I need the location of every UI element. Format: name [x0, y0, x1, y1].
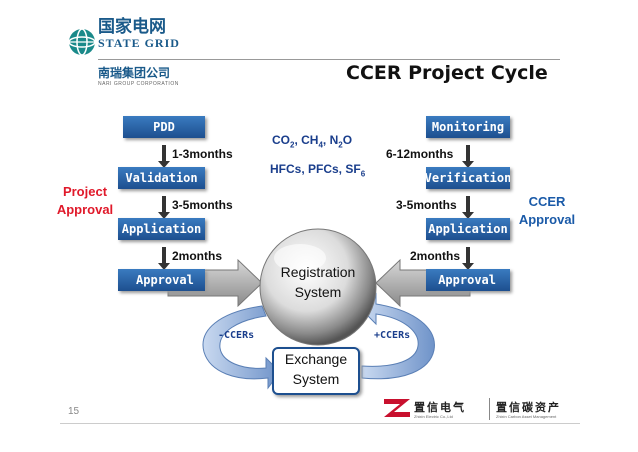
company-name-cn: 国家电网: [98, 17, 166, 37]
left-curved-arrow-icon: [202, 305, 281, 390]
brand1-name-en: Zhixin Electric Co.,Ltd: [414, 414, 453, 419]
step-verification[interactable]: Verification: [426, 167, 510, 189]
header-divider: [98, 59, 560, 60]
step-approval-right[interactable]: Approval: [426, 269, 510, 291]
duration-application-approval-left: 2months: [172, 249, 223, 263]
brand2-name-cn: 置信碳资产: [496, 401, 561, 414]
group-name-en: NARI GROUP CORPORATION: [98, 81, 179, 87]
step-pdd[interactable]: PDD: [123, 116, 205, 138]
page-number: 15: [68, 406, 80, 417]
group-name-cn: 南瑞集团公司: [98, 66, 171, 80]
company-name-en: STATE GRID: [98, 36, 180, 50]
duration-application-approval-right: 2months: [410, 249, 461, 263]
gas-list-primary: CO2, CH4, N2O: [272, 133, 353, 150]
state-grid-logo-icon: [68, 28, 96, 56]
duration-pdd-validation: 1-3months: [172, 147, 233, 161]
project-approval-label: Project Approval: [56, 184, 114, 217]
step-application-left[interactable]: Application: [118, 218, 205, 240]
minus-ccers-label: -CCERs: [218, 330, 255, 341]
exchange-system-box[interactable]: Exchange System: [272, 347, 360, 395]
registration-system-label: Registration System: [280, 264, 356, 300]
step-monitoring[interactable]: Monitoring: [426, 116, 510, 138]
down-arrow-icon: [462, 145, 474, 270]
brand1-name-cn: 置信电气: [414, 401, 466, 414]
duration-validation-application: 3-5months: [172, 198, 233, 212]
footer-brand-divider: [489, 398, 490, 420]
footer-divider: [60, 423, 580, 424]
plus-ccers-label: +CCERs: [374, 330, 411, 341]
ccer-approval-label: CCER Approval: [518, 194, 576, 227]
duration-verification-application: 3-5months: [396, 198, 457, 212]
gas-list-secondary: HFCs, PFCs, SF6: [270, 162, 366, 179]
step-validation[interactable]: Validation: [118, 167, 205, 189]
brand2-name-en: Zhixin Carbon Asset Management: [496, 414, 557, 419]
step-approval-left[interactable]: Approval: [118, 269, 205, 291]
duration-monitoring-verification: 6-12months: [386, 147, 454, 161]
step-application-right[interactable]: Application: [426, 218, 510, 240]
zhixin-logo-icon: [384, 399, 410, 417]
down-arrow-icon: [158, 145, 170, 270]
slide-title: CCER Project Cycle: [346, 62, 548, 84]
